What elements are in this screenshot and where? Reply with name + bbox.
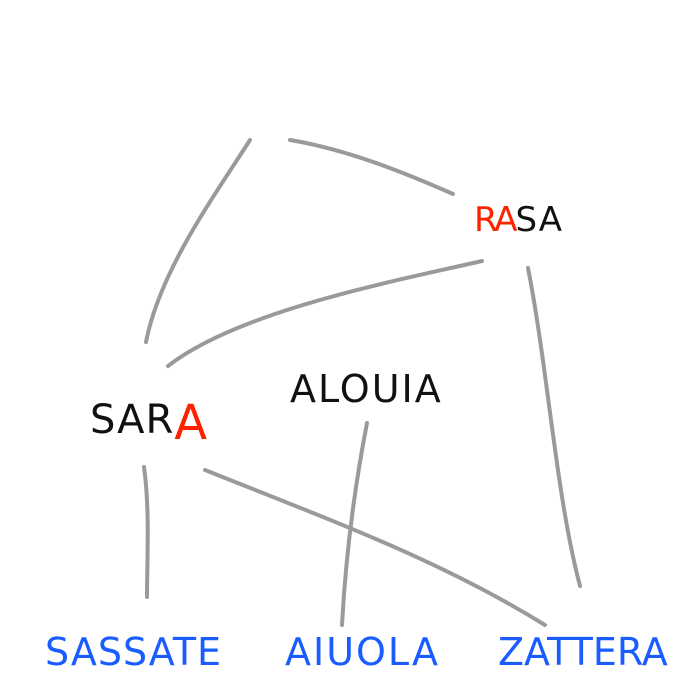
edge-top-to-rasa <box>288 138 455 196</box>
word-sara-highlight: A <box>174 395 209 451</box>
word-rasa: RASA <box>474 203 563 237</box>
word-rasa-rest: SA <box>515 200 563 240</box>
word-sassate: SASSATE <box>45 630 223 674</box>
edge-rasa-to-sara <box>166 259 484 368</box>
edge-top-to-sara <box>144 138 252 344</box>
word-sara-rest: SAR <box>90 397 175 443</box>
word-sara: SARA <box>90 393 208 447</box>
word-alouia: ALOUIA <box>290 367 443 411</box>
edge-sara-to-zattera <box>203 468 547 627</box>
word-rasa-highlight: RA <box>474 200 517 240</box>
edge-rasa-to-zattera <box>526 266 582 588</box>
edge-sara-to-sassate <box>142 465 150 599</box>
word-aiuola: AIUOLA <box>285 630 440 674</box>
edge-alouia-to-aiuola <box>340 421 369 627</box>
word-zattera: ZATTERA <box>498 630 668 674</box>
